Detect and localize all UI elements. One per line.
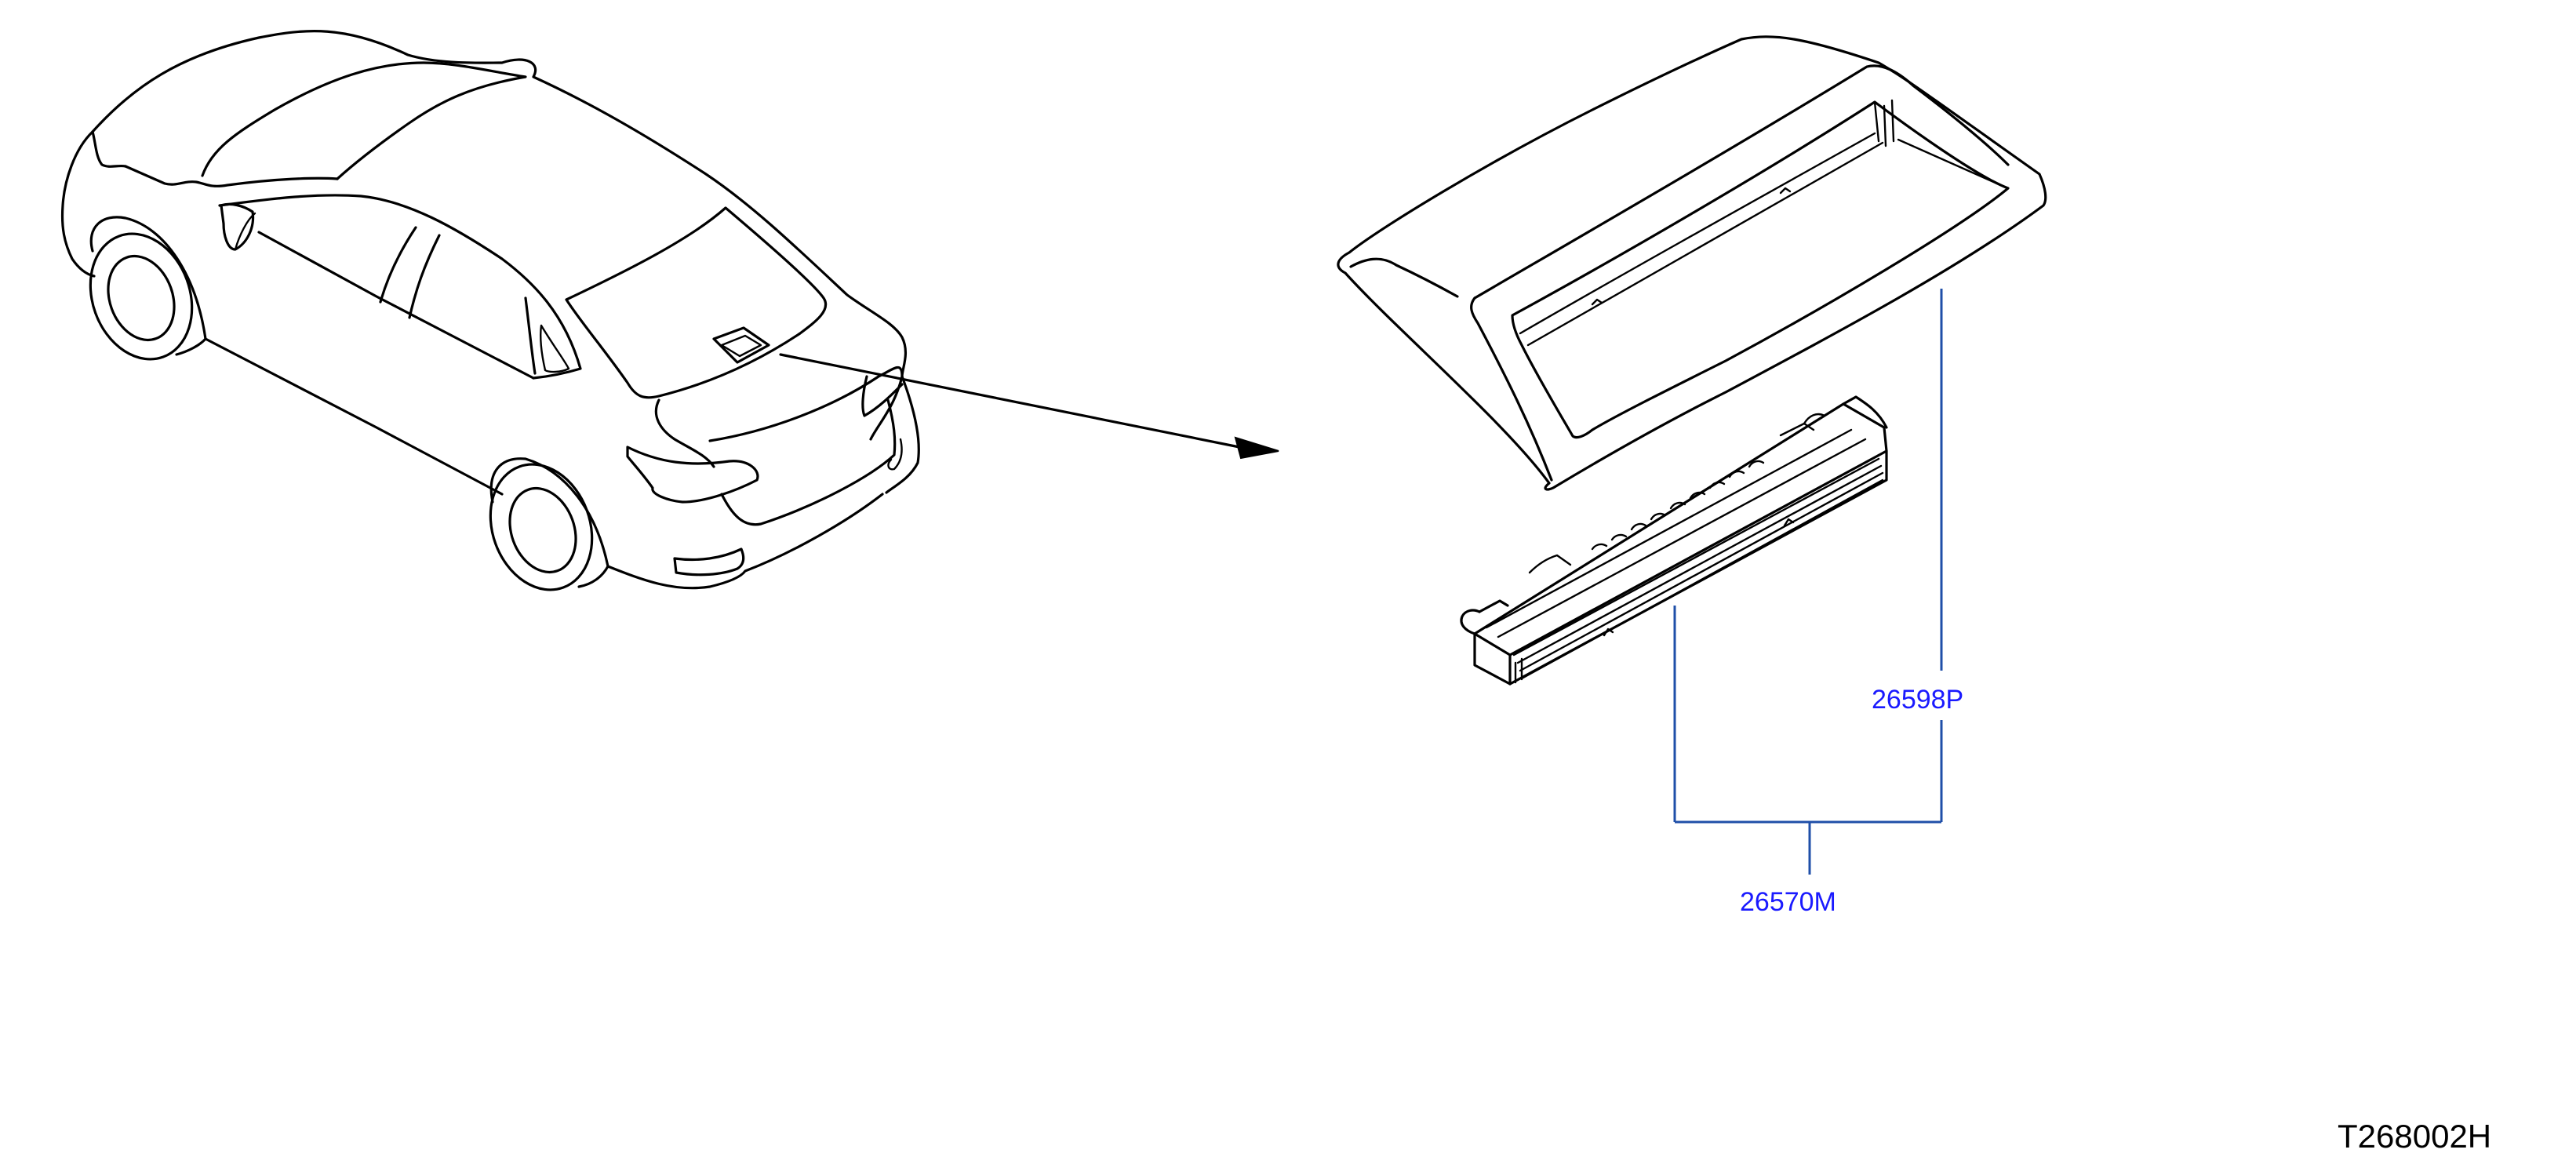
pointer-arrow [779,353,1279,460]
brake-lamp-cover [1337,35,2047,491]
vehicle-illustration [60,30,920,591]
brake-lamp-assembly [1460,395,1888,686]
callout-26570M[interactable]: 26570M [1737,886,1839,918]
leader-lines [1673,289,1943,875]
callout-26598P[interactable]: 26598P [1868,684,1967,715]
drawing-id: T268002H [2338,1118,2492,1155]
